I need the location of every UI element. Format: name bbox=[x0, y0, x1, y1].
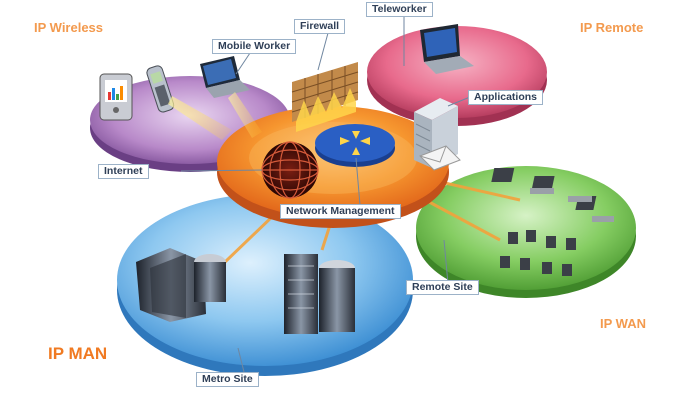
region-label-ip-remote: IP Remote bbox=[580, 20, 643, 35]
pda-device-icon bbox=[100, 74, 132, 120]
region-label-ip-wan: IP WAN bbox=[600, 316, 646, 331]
callout-internet: Internet bbox=[98, 164, 149, 179]
callout-network-management: Network Management bbox=[280, 204, 401, 219]
router-icon bbox=[315, 124, 395, 167]
callout-remote-site: Remote Site bbox=[406, 280, 479, 295]
callout-metro-site: Metro Site bbox=[196, 372, 259, 387]
callout-mobile-worker: Mobile Worker bbox=[212, 39, 296, 54]
callout-firewall: Firewall bbox=[294, 19, 345, 34]
callout-teleworker: Teleworker bbox=[366, 2, 433, 17]
region-label-ip-wireless: IP Wireless bbox=[34, 20, 103, 35]
region-label-ip-man: IP MAN bbox=[48, 344, 107, 364]
callout-applications: Applications bbox=[468, 90, 543, 105]
internet-globe-icon bbox=[262, 142, 318, 198]
